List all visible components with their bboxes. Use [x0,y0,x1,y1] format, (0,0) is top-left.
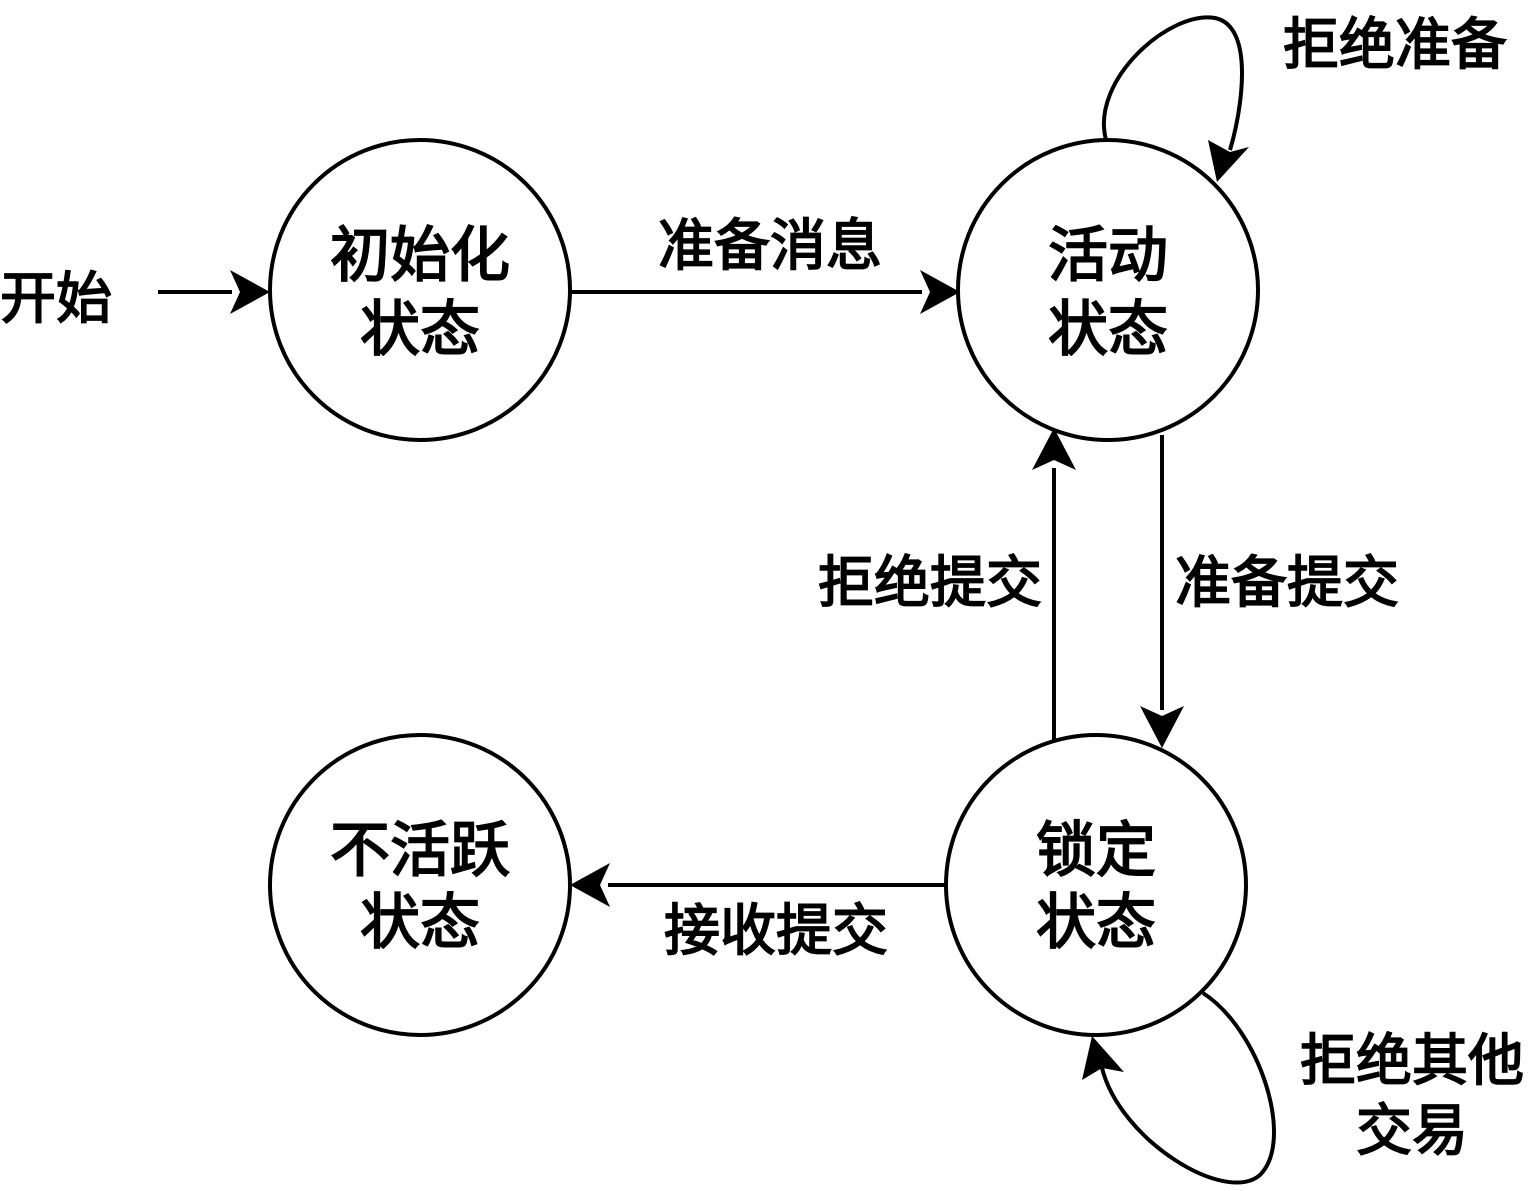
edge-reject-prepare-arrowhead [1208,140,1249,182]
edge-reject-prepare-loop [1102,15,1244,151]
edge-reject-other-label-line1: 拒绝其他 [1300,1028,1524,1094]
edge-reject-commit-label: 拒绝提交 [818,550,1042,616]
edge-prepare-commit-label: 准备提交 [1175,550,1399,616]
edge-reject-other-label-line2: 交易 [1356,1098,1468,1164]
state-locked-circle [944,733,1248,1037]
state-inactive-circle [268,733,572,1037]
state-initial-circle [268,138,572,442]
state-initial-label-line1: 初始化 [330,221,510,291]
state-active: 活动 状态 [956,138,1260,442]
edge-prepare-commit-arrowhead [1140,706,1184,748]
state-active-label-line1: 活动 [1048,221,1168,291]
edge-reject-other-loop [1100,991,1276,1185]
start-arrowhead [230,270,270,314]
state-initial: 初始化 状态 [268,138,572,442]
edge-prepare-message-arrowhead [920,270,960,314]
state-initial-label-line2: 状态 [360,295,480,365]
edge-reject-prepare-label: 拒绝准备 [1283,12,1508,78]
edge-reject-other-arrowhead [1082,1036,1124,1080]
edge-receive-commit-label: 接收提交 [664,898,888,964]
edge-prepare-message-label: 准备消息 [658,213,882,279]
state-locked: 锁定 状态 [944,733,1248,1037]
state-inactive-label-line1: 不活跃 [330,816,511,886]
state-locked-label-line2: 状态 [1036,888,1156,958]
edge-reject-commit-arrowhead [1032,428,1076,470]
state-active-circle [956,138,1260,442]
state-inactive-label-line2: 状态 [360,888,480,958]
edge-receive-commit-arrowhead [570,863,610,907]
state-inactive: 不活跃 状态 [268,733,572,1037]
start-label: 开始 [0,266,112,332]
state-locked-label-line1: 锁定 [1036,816,1156,886]
state-active-label-line2: 状态 [1048,295,1168,365]
